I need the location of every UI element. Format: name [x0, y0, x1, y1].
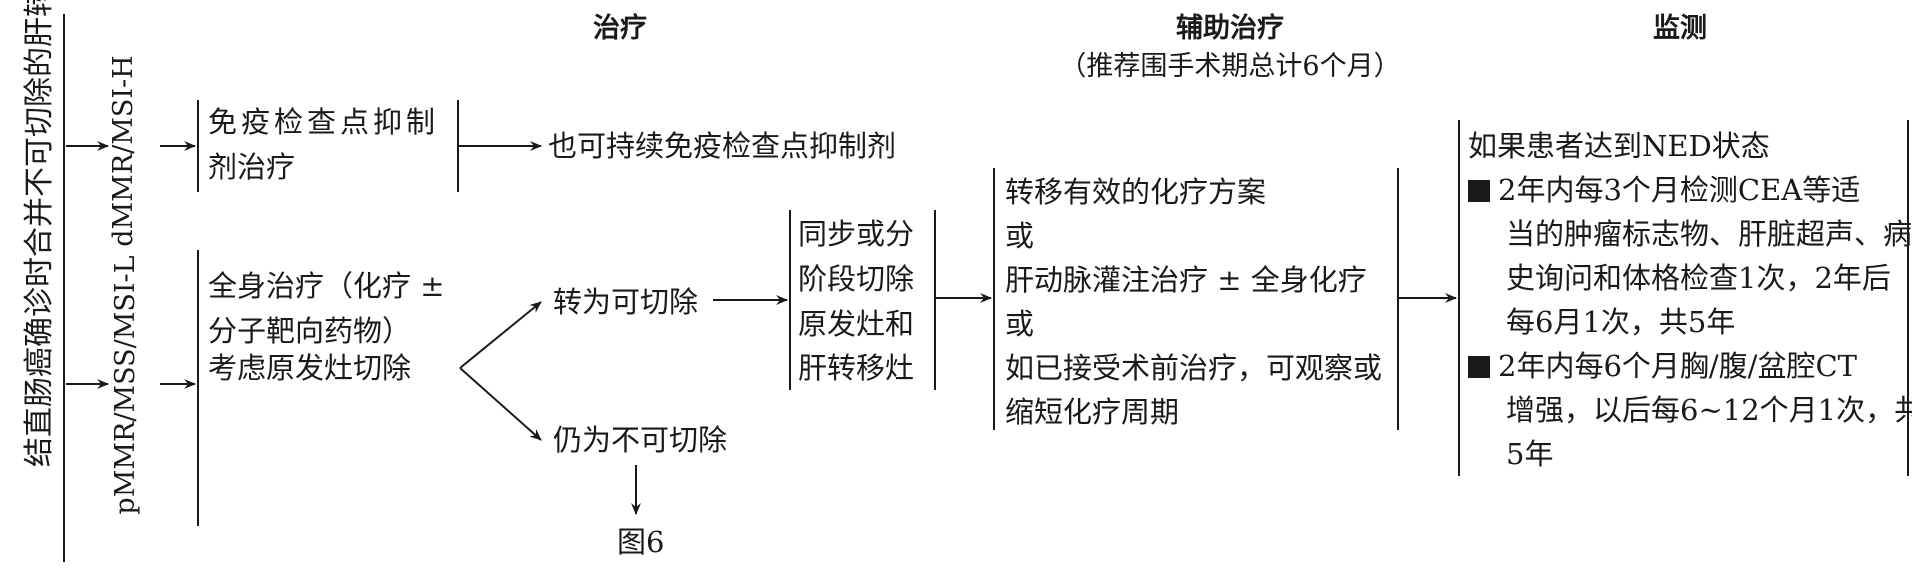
monitoring-item1-line1: 2年内每3个月检测CEA等适 [1468, 168, 1860, 213]
monitoring-item2-line3: 5年 [1506, 437, 1554, 471]
monitoring-intro: 如果患者达到NED状态 [1468, 129, 1770, 163]
immuno-box-right [457, 100, 459, 192]
adjuvant-line4: 或 [1005, 307, 1035, 341]
systemic-line1: 全身治疗（化疗 ± [208, 269, 445, 303]
resection-line4: 肝转移灶 [798, 351, 915, 385]
adjuvant-box-left [993, 168, 995, 430]
immuno-box-left [197, 100, 199, 192]
arrow-to-unresectable [459, 367, 542, 441]
bullet-square-icon [1468, 356, 1490, 378]
resection-line2: 阶段切除 [798, 262, 915, 296]
systemic-line2: 分子靶向药物） [208, 314, 412, 348]
see-figure-6: 图6 [617, 525, 665, 559]
outcome-unresectable: 仍为不可切除 [553, 423, 728, 457]
monitoring-item1-line4: 每6月1次，共5年 [1506, 305, 1736, 339]
monitoring-item1-line3: 史询问和体格检查1次，2年后 [1506, 261, 1891, 295]
outcome-resectable: 转为可切除 [553, 285, 699, 319]
monitoring-box-right [1907, 120, 1909, 476]
resection-line3: 原发灶和 [798, 307, 915, 341]
resection-box-left [789, 210, 791, 390]
adjuvant-line2: 或 [1005, 219, 1035, 253]
arrow-to-resectable [459, 301, 542, 369]
monitoring-item1-text: 2年内每3个月检测CEA等适 [1498, 173, 1861, 207]
bullet-square-icon [1468, 180, 1490, 202]
header-treatment: 治疗 [593, 13, 647, 44]
systemic-box-left [197, 250, 199, 526]
systemic-line3: 考虑原发灶切除 [208, 351, 412, 385]
immuno-line1: 免疫检查点抑制 [208, 105, 440, 139]
resection-line1: 同步或分 [798, 217, 915, 251]
monitoring-box-left [1458, 120, 1460, 476]
immuno-continue: 也可持续免疫检查点抑制剂 [548, 129, 897, 163]
immuno-line2: 剂治疗 [208, 150, 296, 184]
adjuvant-line3: 肝动脉灌注治疗 ± 全身化疗 [1005, 263, 1367, 297]
adjuvant-box-right [1397, 168, 1399, 430]
side-divider [63, 14, 65, 562]
header-adjuvant: 辅助治疗 [1176, 13, 1284, 44]
monitoring-item2-line1: 2年内每6个月胸/腹/盆腔CT [1468, 344, 1857, 389]
header-monitoring: 监测 [1653, 13, 1707, 44]
monitoring-item1-line2: 当的肿瘤标志物、肝脏超声、病 [1506, 217, 1912, 251]
adjuvant-line6: 缩短化疗周期 [1005, 395, 1180, 429]
header-adjuvant-note: （推荐围手术期总计6个月） [1059, 51, 1401, 82]
monitoring-item2-text: 2年内每6个月胸/腹/盆腔CT [1498, 349, 1857, 383]
adjuvant-line1: 转移有效的化疗方案 [1005, 175, 1267, 209]
adjuvant-line5: 如已接受术前治疗，可观察或 [1005, 351, 1383, 385]
resection-box-right [934, 210, 936, 390]
monitoring-item2-line2: 增强，以后每6~12个月1次，共 [1506, 393, 1912, 427]
